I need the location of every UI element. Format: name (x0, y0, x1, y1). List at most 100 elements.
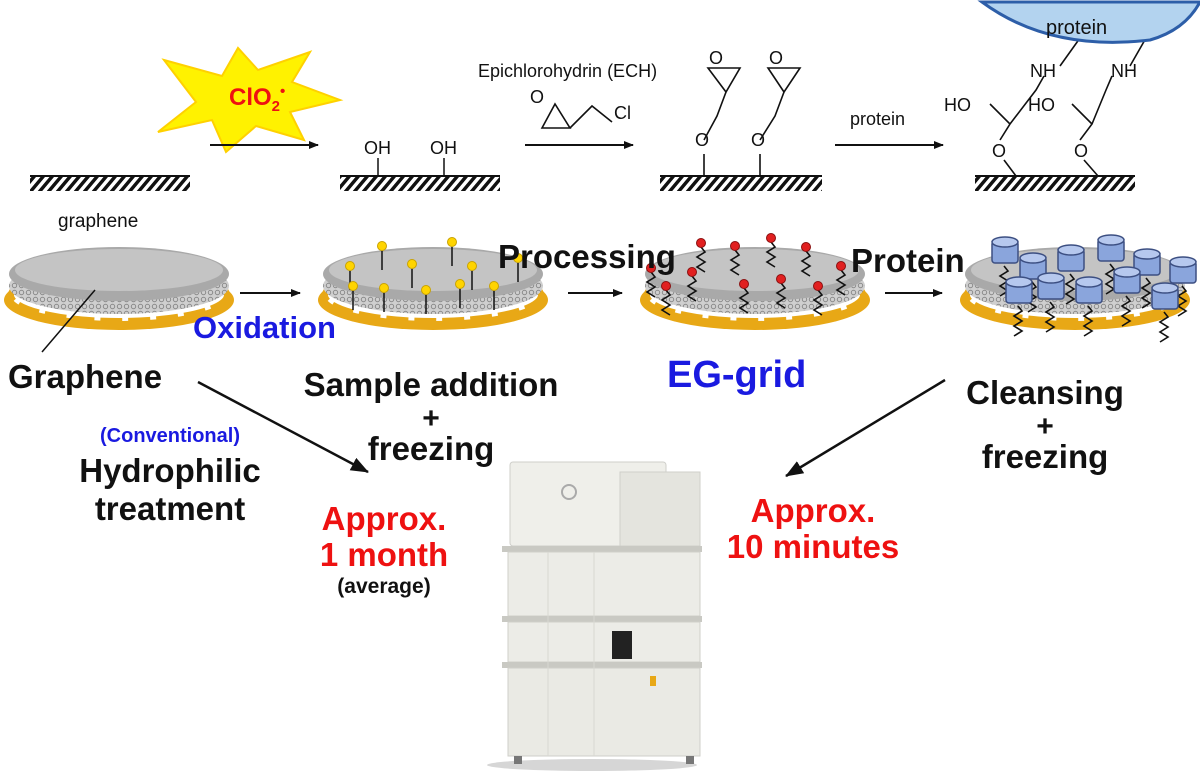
linker-squiggle (1120, 295, 1132, 327)
protein-particle (1005, 276, 1033, 304)
linker-head (766, 233, 776, 243)
cleansing-plus: + (1036, 410, 1054, 443)
amine-label-2: NH (1111, 61, 1137, 81)
linker-squiggle (1140, 277, 1152, 309)
ech-chlorine: Cl (614, 103, 631, 123)
link-o-2: O (751, 130, 766, 150)
sample-addition-label: Sample addition (303, 366, 559, 403)
linker-head (813, 281, 823, 291)
epoxide-o-1: O (709, 48, 724, 68)
conventional-time-note: (average) (337, 575, 431, 598)
graphene-leader-line (41, 289, 96, 353)
protein-particle (1037, 272, 1065, 300)
surface-hydroxyl (340, 158, 500, 191)
cleansing-label: Cleansing (966, 374, 1124, 411)
linker-head (696, 238, 706, 248)
clo2-burst-label: ClO2• (229, 83, 286, 115)
linker-squiggle (1012, 305, 1024, 337)
hydroxyl-label-3: HO (944, 95, 971, 115)
graphene-small-label: graphene (58, 211, 139, 232)
ech-molecule (540, 102, 613, 129)
linker-squiggle (1026, 281, 1038, 313)
linker-squiggle (1082, 305, 1094, 337)
protein-particle (991, 236, 1019, 264)
pin-head (447, 237, 457, 247)
sample-freezing-label: freezing (367, 430, 495, 467)
protein-particles (991, 234, 1197, 343)
linker-squiggle (775, 282, 787, 309)
linker-squiggle (812, 289, 824, 316)
conventional-time-line1: Approx. (321, 500, 447, 537)
linker-squiggle (835, 269, 847, 296)
linker-squiggle (738, 287, 750, 314)
pin-head (513, 253, 523, 263)
graphene-label: Graphene (8, 358, 163, 395)
processing-label: Processing (498, 238, 676, 275)
protein-label: Protein (851, 242, 965, 279)
linker-head (776, 274, 786, 284)
linker-squiggle (729, 249, 741, 276)
eg-time-line1: Approx. (750, 492, 876, 529)
pin-head (379, 283, 389, 293)
oxidation-label: Oxidation (193, 310, 336, 345)
protein-arrow-label: protein (850, 109, 906, 129)
linker-squiggle (1044, 301, 1056, 333)
pin-head (467, 261, 477, 271)
eg-grid-label: EG-grid (667, 354, 807, 396)
hydroxyl-label-2: OH (430, 138, 457, 158)
linker-head (661, 281, 671, 291)
linker-squiggle (660, 289, 672, 316)
linker-head (739, 279, 749, 289)
conventional-tag: (Conventional) (100, 425, 240, 447)
protein-particle (1151, 282, 1179, 310)
hydrophilic-label: Hydrophilic (79, 452, 261, 489)
pin-head (421, 285, 431, 295)
arrow-eg (785, 378, 946, 478)
linker-squiggles (645, 233, 847, 316)
hydroxyl-label-4: HO (1028, 95, 1055, 115)
surface-bare (30, 175, 190, 191)
surface-epoxide (660, 67, 822, 191)
linker-squiggle (686, 275, 698, 302)
linker-head (687, 267, 697, 277)
hydroxyl-pins (345, 237, 523, 314)
eg-time-line2: 10 minutes (726, 528, 900, 565)
protein-blob-label: protein (1046, 17, 1108, 39)
protein-particle (1057, 244, 1085, 272)
linker-squiggle (1176, 285, 1188, 317)
linker-squiggle (645, 271, 657, 298)
pin-head (345, 261, 355, 271)
cryo-em-instrument (487, 461, 702, 771)
sample-plus: + (422, 402, 440, 435)
protein-blob (977, 0, 1200, 44)
ech-label: Epichlorohydrin (ECH) (478, 61, 658, 81)
linker-head (646, 263, 656, 273)
amine-label-1: NH (1030, 61, 1056, 81)
pin-head (407, 259, 417, 269)
surface-protein-bound (975, 37, 1147, 191)
epoxide-o-2: O (769, 48, 784, 68)
link-o-4: O (1074, 141, 1089, 161)
clo2-burst-shape (157, 46, 344, 154)
linker-squiggle (1158, 311, 1170, 343)
protein-particle (1169, 256, 1197, 284)
pin-head (455, 279, 465, 289)
linker-head (836, 261, 846, 271)
cleansing-freezing-label: freezing (981, 438, 1109, 475)
pin-head (489, 281, 499, 291)
hydroxyl-label-1: OH (364, 138, 391, 158)
conventional-time-line2: 1 month (319, 536, 449, 573)
protein-particle (1097, 234, 1125, 262)
ech-epoxide-o: O (530, 87, 545, 107)
linker-squiggle (695, 246, 707, 273)
linker-squiggle (765, 241, 777, 268)
linker-squiggle (800, 250, 812, 277)
linker-head (801, 242, 811, 252)
pin-head (348, 281, 358, 291)
linker-head (730, 241, 740, 251)
arrow-conventional (197, 380, 369, 474)
linker-squiggle (1064, 273, 1076, 305)
treatment-label: treatment (94, 490, 246, 527)
protein-particle (1075, 276, 1103, 304)
